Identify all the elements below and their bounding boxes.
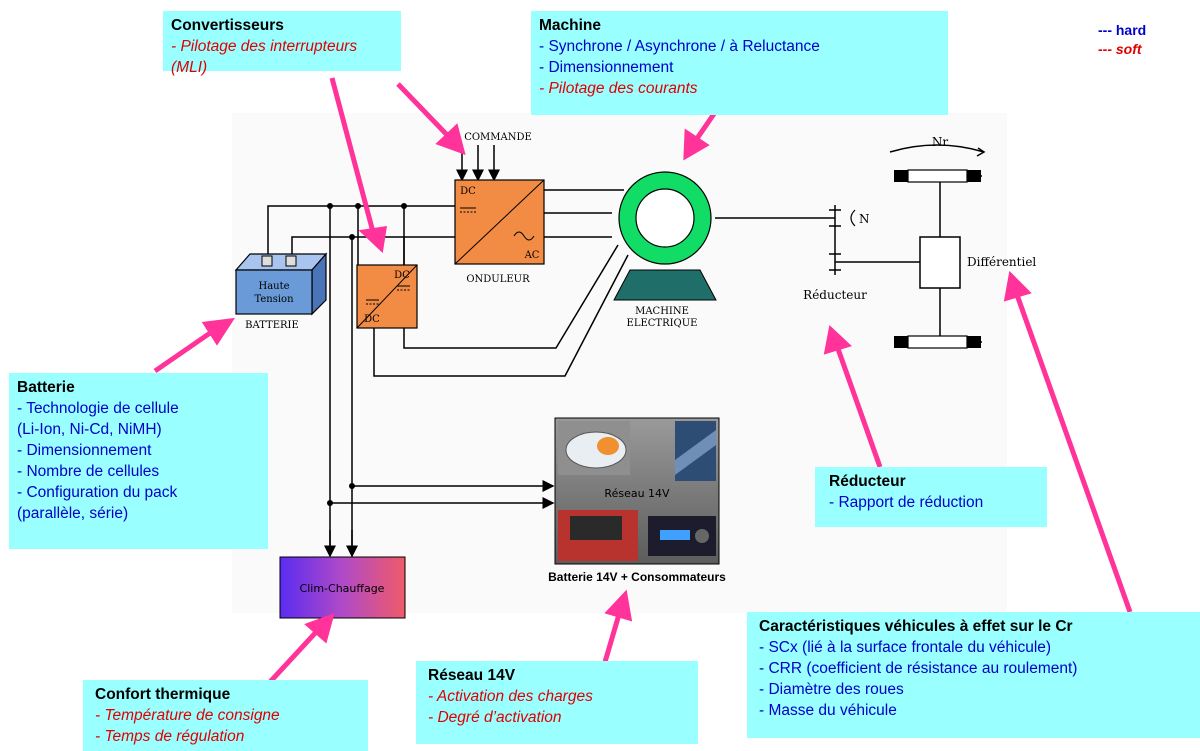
caracteristiques-line: - SCx (lié à la surface frontale du véhi… <box>759 639 1052 656</box>
clim-chauffage-block <box>279 556 406 619</box>
caracteristiques-line: - CRR (coefficient de résistance au roul… <box>759 660 1078 677</box>
confort-box: Confort thermique - Température de consi… <box>83 680 368 751</box>
confort-title: Confort thermique <box>95 686 231 703</box>
caracteristiques-box: Caractéristiques véhicules à effet sur l… <box>747 612 1200 738</box>
caracteristiques-title: Caractéristiques véhicules à effet sur l… <box>759 618 1073 635</box>
differential <box>889 144 986 343</box>
reseau-box: Réseau 14V - Activation des charges - De… <box>416 661 698 744</box>
reseau-title: Réseau 14V <box>428 667 516 684</box>
batterie-line: - Nombre de cellules <box>17 463 160 480</box>
machine-line: - Dimensionnement <box>539 59 674 76</box>
differentiel-label: Différentiel <box>967 255 1036 269</box>
battery-label-tension: Tension <box>254 294 294 305</box>
battery-label-haute: Haute <box>258 281 289 292</box>
reducteur-box: Réducteur - Rapport de réduction <box>815 467 1047 527</box>
pointer-arrows <box>153 77 1133 684</box>
confort-line: - Temps de régulation <box>95 728 245 745</box>
reducteur-label: Réducteur <box>803 288 867 302</box>
batterie-box: Batterie - Technologie de cellule (Li-Io… <box>9 373 268 549</box>
n-label: N <box>859 212 870 226</box>
reducteur-line: - Rapport de réduction <box>829 494 984 511</box>
machine-line: - Synchrone / Asynchrone / à Reluctance <box>539 38 820 55</box>
dcdc-bottom-label: DC <box>364 314 380 325</box>
batterie-line: - Technologie de cellule <box>17 400 179 417</box>
electric-machine: MACHINE ELECTRIQUE <box>613 171 717 329</box>
inverter-dc-label: DC <box>460 186 476 197</box>
inverter-ac-label: AC <box>524 250 540 261</box>
commande-label: COMMANDE <box>464 132 532 143</box>
reseau-photo-caption: Réseau 14V <box>604 487 670 500</box>
dcdc-converter: DC DC <box>356 264 418 329</box>
legend-soft: --- soft <box>1098 41 1142 57</box>
batterie-line: - Configuration du pack <box>17 484 178 501</box>
caracteristiques-line: - Diamètre des roues <box>759 681 904 698</box>
reseau-line: - Degré d’activation <box>428 709 562 726</box>
batterie-line: - Dimensionnement <box>17 442 152 459</box>
wheels <box>894 170 981 348</box>
clim-label: Clim-Chauffage <box>300 582 385 595</box>
battery-block: Haute Tension BATTERIE <box>234 252 328 331</box>
batterie-line: (Li-Ion, Ni-Cd, NiMH) <box>17 421 162 438</box>
confort-line: - Température de consigne <box>95 707 280 724</box>
machine-title: Machine <box>539 17 602 34</box>
wiring <box>267 145 920 558</box>
reducteur-title: Réducteur <box>829 473 906 490</box>
reseau-line: - Activation des charges <box>428 688 593 705</box>
legend: --- hard --- soft <box>1098 21 1146 59</box>
convertisseurs-line: - Pilotage des interrupteurs (MLI) <box>171 38 358 76</box>
machine-box: Machine - Synchrone / Asynchrone / à Rel… <box>531 11 948 115</box>
inverter-block: COMMANDE DC AC ONDULEUR <box>454 132 545 285</box>
battery-caption: BATTERIE <box>245 320 299 331</box>
batterie14-label: Batterie 14V + Consommateurs <box>548 570 726 584</box>
machine-label-1: MACHINE <box>635 306 689 317</box>
batterie-title: Batterie <box>17 379 75 396</box>
dcdc-top-label: DC <box>394 270 410 281</box>
legend-hard: --- hard <box>1098 22 1147 38</box>
convertisseurs-title: Convertisseurs <box>171 17 284 34</box>
batterie-line: (parallèle, série) <box>17 505 129 522</box>
reducer <box>829 205 856 275</box>
machine-line: - Pilotage des courants <box>539 80 698 97</box>
convertisseurs-box: Convertisseurs - Pilotage des interrupte… <box>163 11 401 76</box>
caracteristiques-line: - Masse du véhicule <box>759 702 897 719</box>
nr-label: Nr <box>932 135 949 149</box>
machine-label-2: ELECTRIQUE <box>627 318 698 329</box>
reseau-14v-photo: Réseau 14V <box>554 417 720 565</box>
onduleur-label: ONDULEUR <box>466 274 530 285</box>
